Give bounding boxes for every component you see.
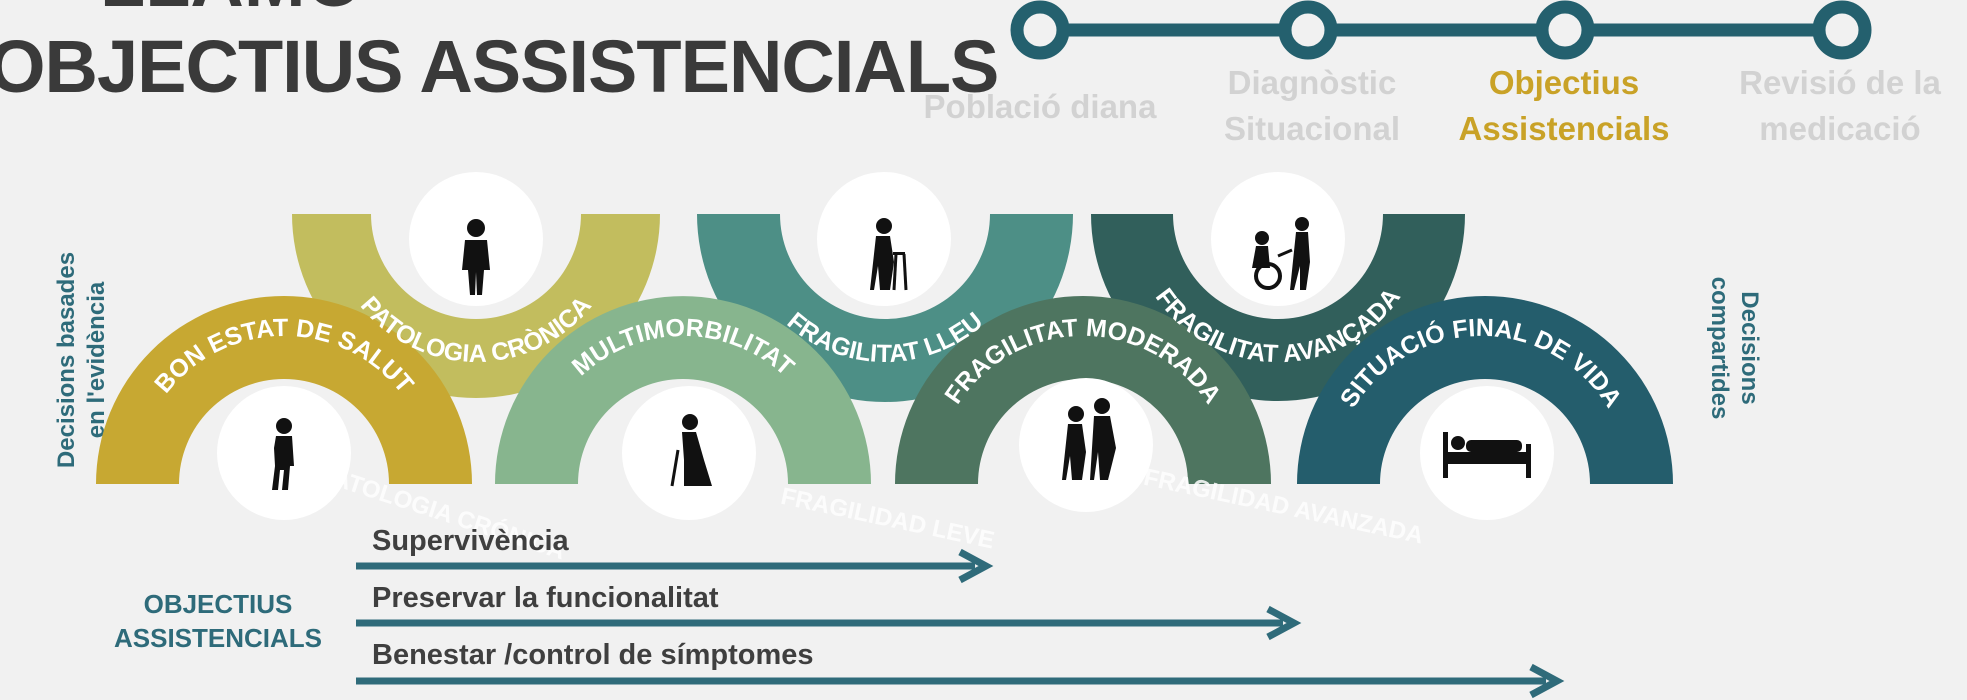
person-with-walker-icon — [870, 218, 908, 291]
page-title-top: LLAMO — [100, 0, 363, 23]
timeline-step-revisio: Revisió de la medicació — [1739, 64, 1941, 147]
stage-situacio-final — [1297, 296, 1673, 484]
goal-label-funcionalitat: Preservar la funcionalitat — [372, 582, 719, 614]
stage-bon-estat — [96, 296, 472, 484]
page-title: OBJECTIUS ASSISTENCIALS — [0, 25, 999, 108]
goal-arrow-benestar — [356, 663, 1565, 699]
wheelchair-icon — [1252, 217, 1310, 290]
ghost-label-fragilidad-leve: FRAGILIDAD LEVE — [778, 483, 996, 555]
goal-label-benestar: Benestar /control de símptomes — [372, 639, 814, 671]
person-in-bed-icon — [1443, 432, 1531, 478]
stage-fragilitat-moderada — [895, 296, 1271, 484]
ghost-label-fragilidad-avanzada: FRAGILIDAD AVANZADA — [1141, 464, 1425, 550]
assisted-walking-icon — [1062, 398, 1116, 480]
objectius-assistencials-label: OBJECTIUS ASSISTENCIALS — [113, 589, 323, 653]
goal-arrow-supervivencia — [356, 548, 994, 584]
person-with-cane-icon — [670, 414, 712, 487]
standing-person-icon — [462, 219, 490, 295]
walking-person-icon — [272, 418, 294, 490]
goal-label-supervivencia: Supervivència — [372, 525, 569, 557]
goal-arrow-funcionalitat — [356, 605, 1302, 641]
timeline-step-diagnostic: Diagnòstic Situacional — [1223, 64, 1401, 147]
timeline-step-objectius: Objectius Assistencials — [1458, 64, 1670, 147]
timeline-step-poblacio: Població diana — [923, 88, 1157, 125]
stage-multimorbilitat — [495, 296, 871, 484]
